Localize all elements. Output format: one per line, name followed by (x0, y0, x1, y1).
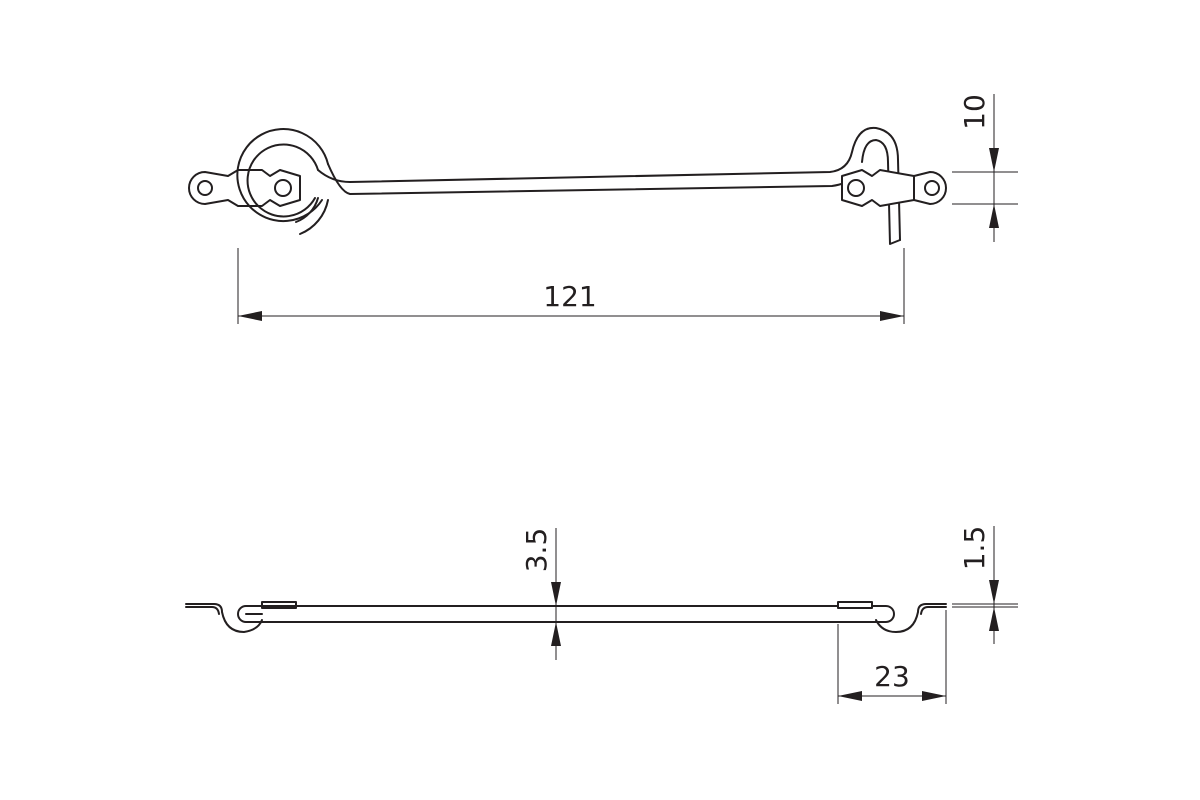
rod-height-dimension: 3.5 (520, 528, 561, 660)
arrowhead (238, 311, 262, 321)
eye-ring (236, 128, 329, 235)
length-dimension: 121 (237, 248, 905, 324)
right-bracket (837, 601, 947, 633)
arrowhead (922, 691, 946, 701)
arrowhead (838, 691, 862, 701)
arrowhead (551, 622, 561, 646)
arrowhead (880, 311, 904, 321)
hook-rod (317, 126, 901, 245)
right-mounting-plate (841, 169, 947, 207)
arrowhead (989, 148, 999, 172)
length-label: 121 (543, 280, 596, 313)
top-view: 121 10 (188, 94, 1018, 324)
plate-thickness-dimension: 1.5 (952, 526, 1018, 644)
left-mounting-plate (188, 169, 301, 207)
eye-offset-dimension: 23 (837, 610, 947, 704)
arrowhead (989, 607, 999, 631)
rod-side (237, 605, 895, 623)
arrowhead (551, 582, 561, 606)
arrowhead (989, 204, 999, 228)
hook-height-dimension: 10 (952, 94, 1018, 242)
hook-height-label: 10 (958, 94, 991, 130)
arrowhead (989, 580, 999, 604)
plate-thickness-label: 1.5 (958, 526, 991, 571)
rod-height-label: 3.5 (520, 528, 553, 573)
eye-offset-label: 23 (874, 660, 910, 693)
side-view: 3.5 1.5 23 (185, 526, 1018, 704)
